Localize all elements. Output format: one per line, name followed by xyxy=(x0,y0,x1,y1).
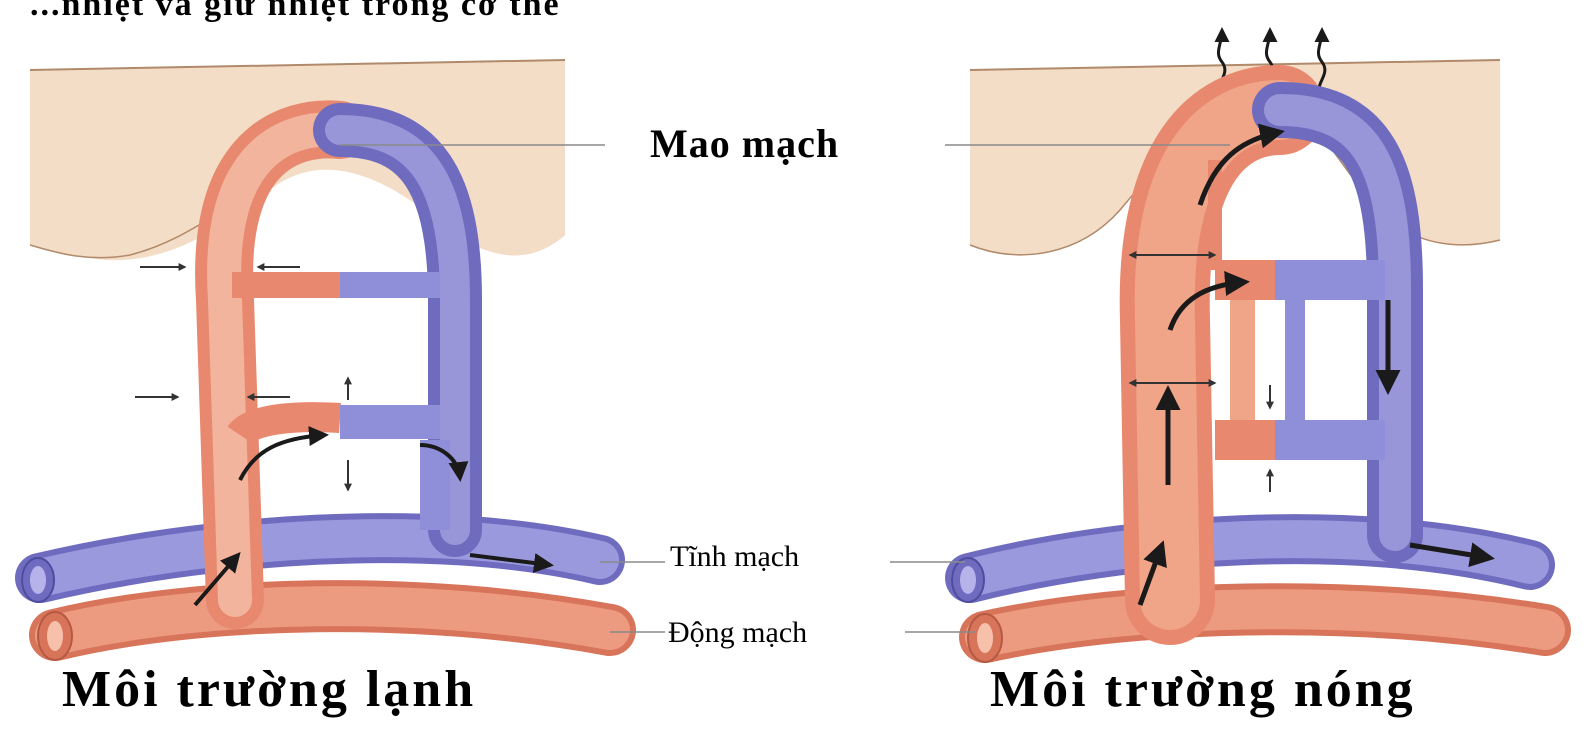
hot-panel xyxy=(952,30,1545,662)
vein-label: Tĩnh mạch xyxy=(670,540,799,574)
cold-panel xyxy=(22,60,610,660)
capillary-label: Mao mạch xyxy=(650,120,839,167)
hot-panel-title: Môi trường nóng xyxy=(990,660,1416,719)
cold-panel-title: Môi trường lạnh xyxy=(62,660,476,719)
top-caption: ...nhiệt và giữ nhiệt trong cơ thể xyxy=(30,0,561,24)
artery-label: Động mạch xyxy=(668,616,807,650)
